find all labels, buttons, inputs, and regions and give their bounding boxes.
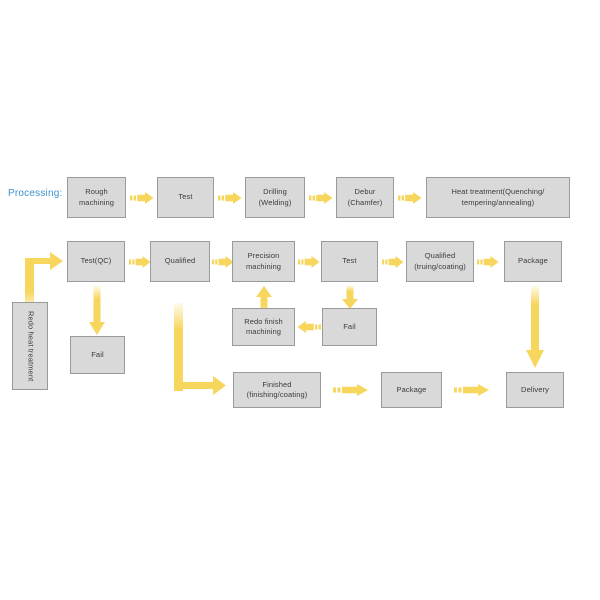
arrow-package2-to-delivery (454, 384, 490, 396)
node-fail-2[interactable]: Fail (322, 308, 377, 346)
arrow-redo-heat-to-testqc (16, 248, 68, 310)
node-package-2[interactable]: Package (381, 372, 442, 408)
arrow-fail2-to-redofinish (297, 321, 321, 333)
node-drilling[interactable]: Drilling (Welding) (245, 177, 305, 218)
node-test-1[interactable]: Test (157, 177, 214, 218)
arrow-testqc-to-qualified (129, 256, 151, 268)
node-precision-machining[interactable]: Precision machining (232, 241, 295, 282)
node-redo-heat-treatment[interactable]: Redo heat treatment (12, 302, 48, 390)
node-test-qc[interactable]: Test(QC) (67, 241, 125, 282)
node-package-1[interactable]: Package (504, 241, 562, 282)
arrow-precision-to-test2 (298, 256, 320, 268)
node-qualified[interactable]: Qualified (150, 241, 210, 282)
arrow-qualified-to-finished (171, 303, 233, 398)
node-qualified-truing[interactable]: Qualified (truing/coating) (406, 241, 474, 282)
arrow-redofinish-to-precision (255, 286, 273, 314)
node-fail-1[interactable]: Fail (70, 336, 125, 374)
arrow-qualified-to-precision (212, 256, 234, 268)
arrow-finished-to-package2 (333, 384, 369, 396)
arrow-test2-to-qualified-truing (382, 256, 404, 268)
node-rough-machining[interactable]: Rough machining (67, 177, 126, 218)
arrow-qualified-truing-to-package1 (477, 256, 499, 268)
arrow-package1-to-delivery (525, 286, 545, 370)
arrow-test1-to-drilling (218, 192, 242, 204)
node-delivery[interactable]: Delivery (506, 372, 564, 408)
arrow-testqc-to-fail1 (88, 286, 106, 336)
arrow-debur-to-heat (398, 192, 422, 204)
processing-label: Processing: (8, 188, 63, 199)
arrow-test2-to-fail2 (341, 286, 359, 310)
arrow-drilling-to-debur (309, 192, 333, 204)
node-redo-finish-machining[interactable]: Redo finish machining (232, 308, 295, 346)
node-finished[interactable]: Finished (finishing/coating) (233, 372, 321, 408)
node-debur[interactable]: Debur (Chamfer) (336, 177, 394, 218)
node-test-2[interactable]: Test (321, 241, 378, 282)
node-heat-treatment[interactable]: Heat treatment(Quenching/ tempering/anne… (426, 177, 570, 218)
arrow-rough-to-test (130, 192, 154, 204)
